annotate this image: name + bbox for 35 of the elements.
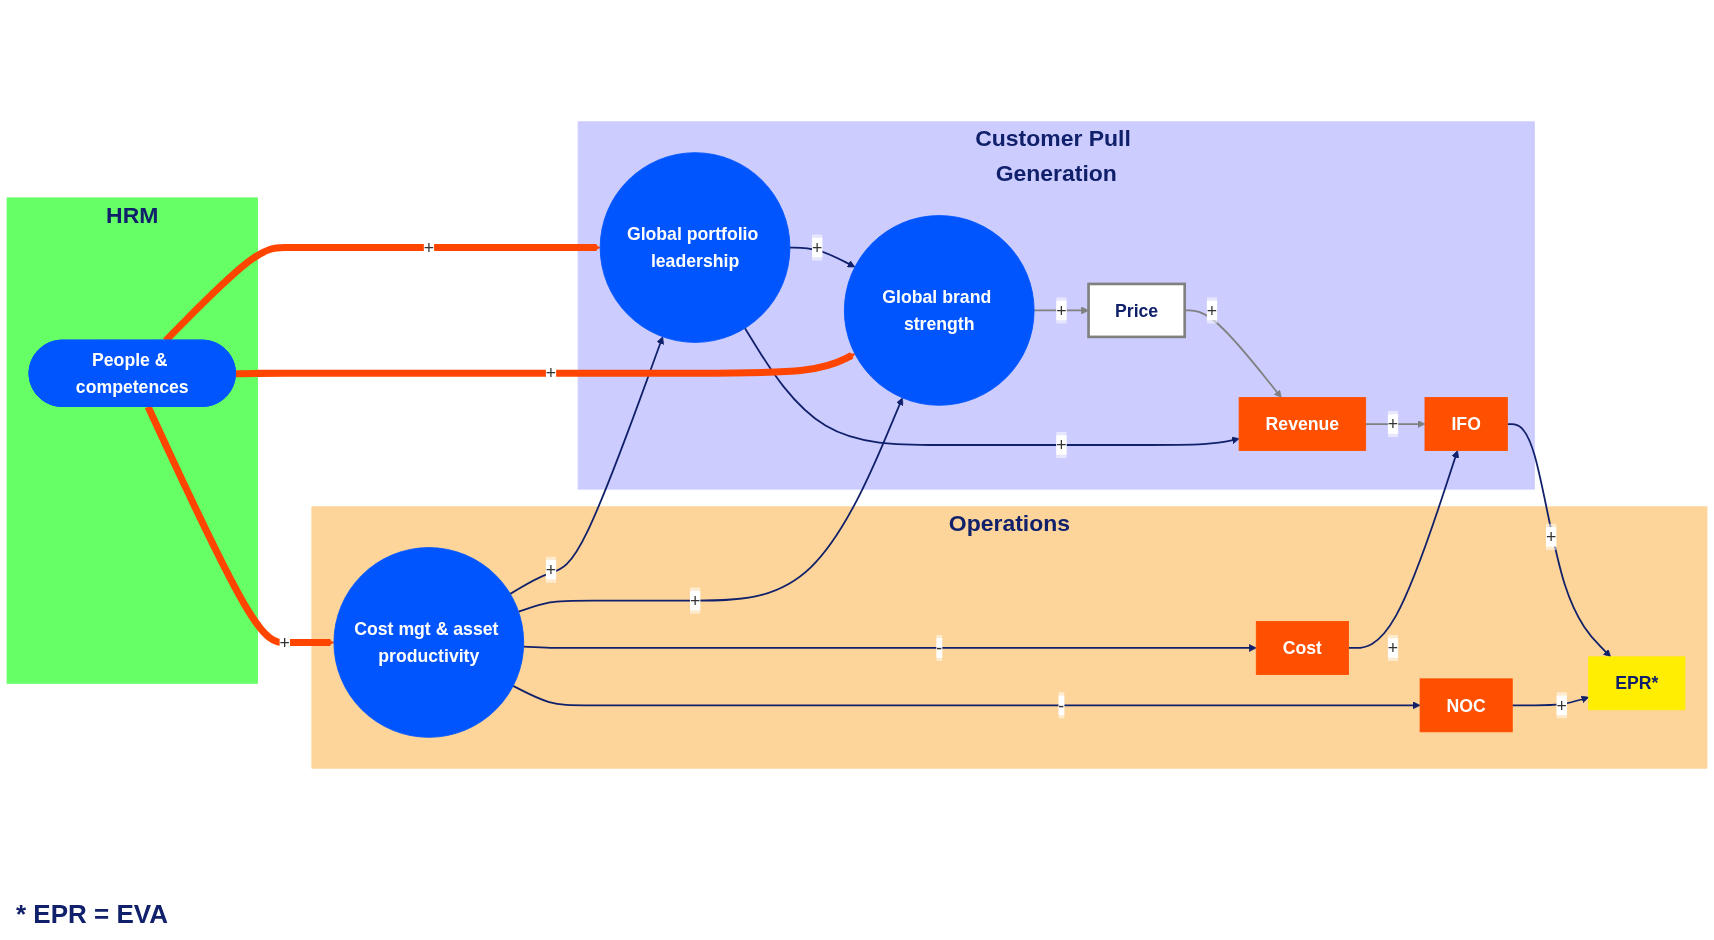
edge-label: +: [545, 559, 557, 580]
edge-label: -: [1058, 695, 1065, 716]
node-box: NOC: [1419, 678, 1513, 733]
edge-label: +: [1206, 300, 1218, 321]
arrow: [512, 685, 1421, 710]
node-circle: Global portfolio leadership: [599, 152, 791, 343]
arrow: [522, 644, 1257, 652]
node-box: Price: [1087, 282, 1186, 339]
edge-label: +: [279, 632, 290, 653]
node-box: EPR*: [1588, 656, 1686, 711]
arrow: [744, 327, 1240, 446]
node-box: Revenue: [1238, 397, 1367, 451]
edge-label: +: [811, 237, 823, 258]
edge-label: -: [936, 638, 943, 658]
node-circle: Cost mgt & asset productivity: [333, 547, 525, 738]
arrow: [1347, 450, 1459, 649]
edge-label: +: [1056, 300, 1067, 321]
edge-label: +: [1056, 435, 1067, 455]
arrow: [235, 352, 856, 378]
edge-label: +: [545, 363, 557, 383]
node-box: Cost: [1255, 621, 1349, 675]
arrow: [1511, 695, 1590, 707]
edge-label: +: [1387, 638, 1399, 658]
arrow: [509, 336, 664, 595]
node-box: IFO: [1424, 397, 1508, 451]
arrow: [144, 405, 335, 647]
edge-label: +: [689, 590, 701, 611]
arrow: [789, 246, 856, 268]
edge-label: +: [1545, 527, 1557, 547]
edge-label: +: [423, 237, 434, 258]
footnote: * EPR = EVA: [16, 899, 168, 930]
edge-label: +: [1387, 414, 1399, 434]
edge-label: +: [1556, 695, 1567, 716]
arrow: [1506, 423, 1611, 658]
node-circle: Global brand strength: [843, 215, 1035, 406]
